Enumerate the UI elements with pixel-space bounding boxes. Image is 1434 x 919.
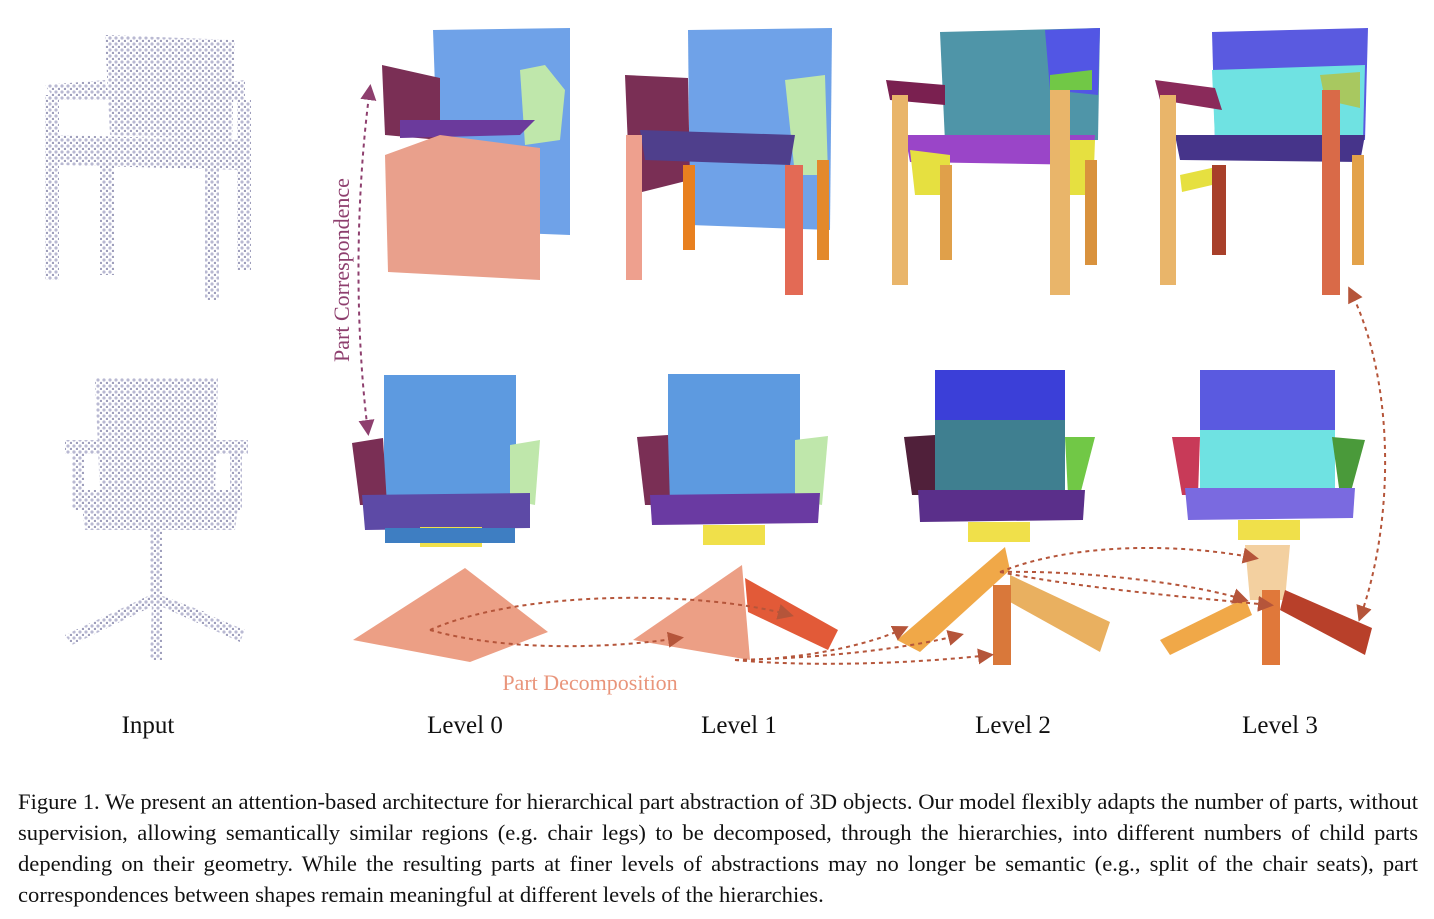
level0-office-chair — [352, 375, 548, 662]
decomposition-arrows — [429, 546, 1274, 665]
column-label-level3: Level 3 — [1242, 712, 1318, 739]
level1-armchair — [625, 28, 832, 295]
level1-office-chair — [633, 374, 838, 660]
level3-office-chair — [1160, 370, 1372, 665]
input-point-cloud-armchair — [45, 35, 251, 300]
level2-armchair — [886, 28, 1100, 295]
level0-armchair — [382, 28, 570, 280]
column-label-level0: Level 0 — [427, 712, 503, 739]
column-label-level1: Level 1 — [701, 712, 777, 739]
correspondence-arrows — [357, 84, 1387, 622]
column-label-input: Input — [121, 712, 175, 739]
input-point-cloud-office-chair — [65, 378, 248, 660]
level2-office-chair — [897, 370, 1110, 665]
part-decomposition-label: Part Decomposition — [502, 670, 678, 695]
part-correspondence-label: Part Correspondence — [329, 178, 354, 362]
level3-armchair — [1155, 28, 1368, 295]
figure-caption: Figure 1. We present an attention-based … — [18, 789, 1418, 907]
column-label-level2: Level 2 — [975, 712, 1051, 739]
figure-illustration — [45, 28, 1387, 665]
